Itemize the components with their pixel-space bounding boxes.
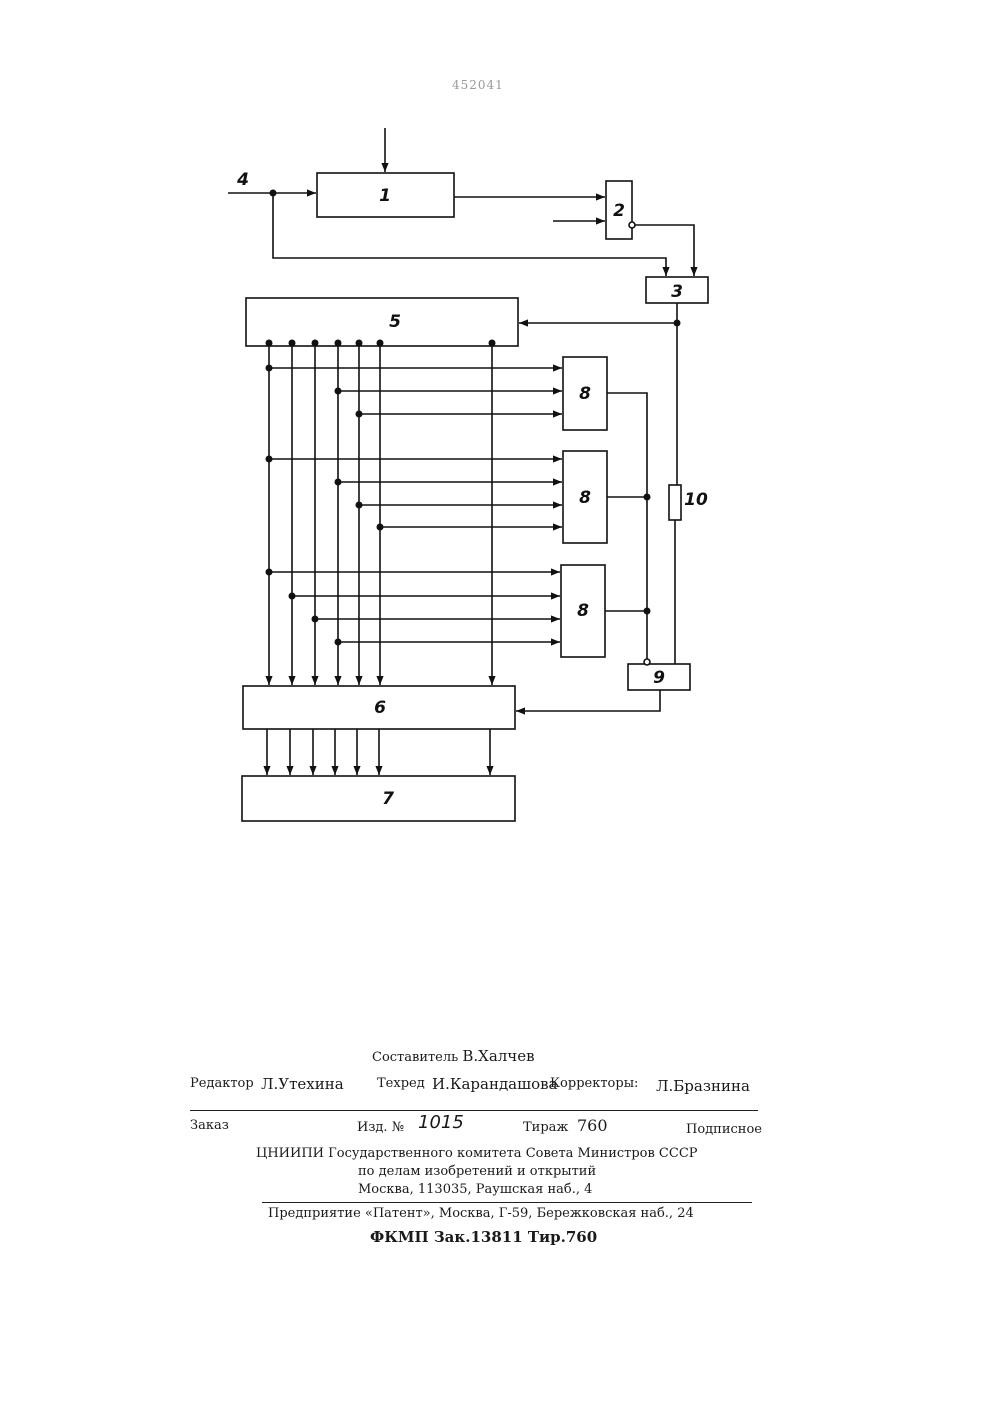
compiler-name: В.Халчев bbox=[462, 1047, 534, 1065]
block-10 bbox=[669, 485, 681, 520]
org-line-3: Москва, 113035, Раушская наб., 4 bbox=[358, 1182, 592, 1197]
techred-label: Техред bbox=[377, 1076, 425, 1091]
org-line-1: ЦНИИПИ Государственного комитета Совета … bbox=[256, 1146, 698, 1161]
enterprise-line: Предприятие «Патент», Москва, Г-59, Бере… bbox=[268, 1206, 694, 1221]
block-label-8a: 8 bbox=[579, 384, 591, 404]
block-label-5: 5 bbox=[389, 312, 401, 332]
techred-name: И.Карандашова bbox=[432, 1075, 558, 1093]
rule-top bbox=[190, 1110, 758, 1111]
edition-label: Изд. № bbox=[357, 1120, 404, 1135]
stamp-line: ФКМП Зак.13811 Тир.760 bbox=[370, 1228, 597, 1246]
block-label-1: 1 bbox=[379, 186, 391, 206]
editor-name: Л.Утехина bbox=[261, 1075, 344, 1093]
rule-bottom bbox=[262, 1202, 752, 1203]
block-label-7: 7 bbox=[382, 789, 394, 809]
block-label-6: 6 bbox=[374, 698, 386, 718]
subscription: Подписное bbox=[686, 1122, 762, 1137]
editor-label: Редактор bbox=[190, 1076, 254, 1091]
correctors-label: Корректоры: bbox=[550, 1076, 638, 1091]
print-run-value: 760 bbox=[577, 1116, 608, 1135]
org-line-2: по делам изобретений и открытий bbox=[358, 1164, 596, 1179]
block-7 bbox=[242, 776, 515, 821]
block-label-2: 2 bbox=[613, 201, 625, 221]
block-5 bbox=[246, 298, 518, 346]
compiler-line: Составитель В.Халчев bbox=[372, 1047, 535, 1065]
block-label-9: 9 bbox=[653, 668, 665, 688]
corrector-name: Л.Бразнина bbox=[656, 1077, 750, 1095]
block-label-10: 10 bbox=[684, 490, 708, 510]
block-label-8b: 8 bbox=[579, 488, 591, 508]
block-label-3: 3 bbox=[671, 282, 683, 302]
block-label-8c: 8 bbox=[577, 601, 589, 621]
order-label: Заказ bbox=[190, 1118, 229, 1133]
input-label: 4 bbox=[236, 170, 249, 190]
print-run-label: Тираж bbox=[523, 1120, 568, 1135]
block-diagram: 4 1 2 3 5 6 7 8 8 8 9 10 bbox=[0, 0, 1000, 900]
compiler-label: Составитель bbox=[372, 1050, 458, 1065]
edition-value: 1015 bbox=[418, 1112, 464, 1133]
